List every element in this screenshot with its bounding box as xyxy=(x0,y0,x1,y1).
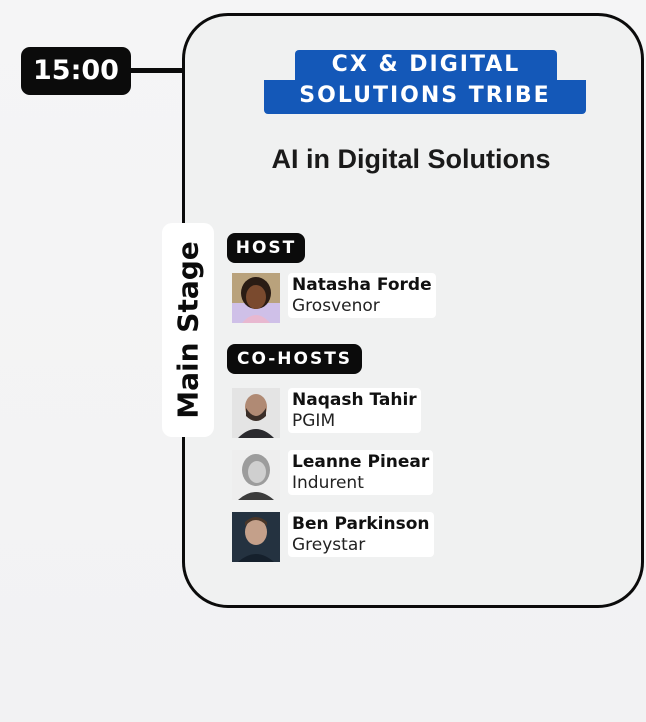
tribe-label-line-2: SOLUTIONS TRIBE xyxy=(264,80,586,114)
time-badge: 15:00 xyxy=(21,47,131,95)
person-label: Naqash Tahir PGIM xyxy=(288,388,421,433)
person-organization: Indurent xyxy=(292,473,364,493)
avatar xyxy=(232,273,280,323)
person-organization: Greystar xyxy=(292,535,366,555)
person-name: Leanne Pinear xyxy=(292,452,430,472)
person-name: Ben Parkinson xyxy=(292,514,430,534)
person-name: Natasha Forde xyxy=(292,275,432,295)
host-heading: HOST xyxy=(227,233,305,263)
avatar xyxy=(232,512,280,562)
person-label: Ben Parkinson Greystar xyxy=(288,512,434,557)
person-label: Natasha Forde Grosvenor xyxy=(288,273,436,318)
session-title: AI in Digital Solutions xyxy=(271,144,551,174)
cohosts-heading: CO-HOSTS xyxy=(227,344,362,374)
timeline-connector xyxy=(128,68,184,73)
person-name: Naqash Tahir xyxy=(292,390,417,410)
person-organization: PGIM xyxy=(292,411,336,431)
avatar xyxy=(232,450,280,500)
person-organization: Grosvenor xyxy=(292,296,380,316)
stage-label-box xyxy=(162,223,214,437)
person-label: Leanne Pinear Indurent xyxy=(288,450,434,495)
avatar xyxy=(232,388,280,438)
tribe-label-line-1: CX & DIGITAL xyxy=(295,50,557,80)
stage-label: Main Stage xyxy=(171,241,205,419)
